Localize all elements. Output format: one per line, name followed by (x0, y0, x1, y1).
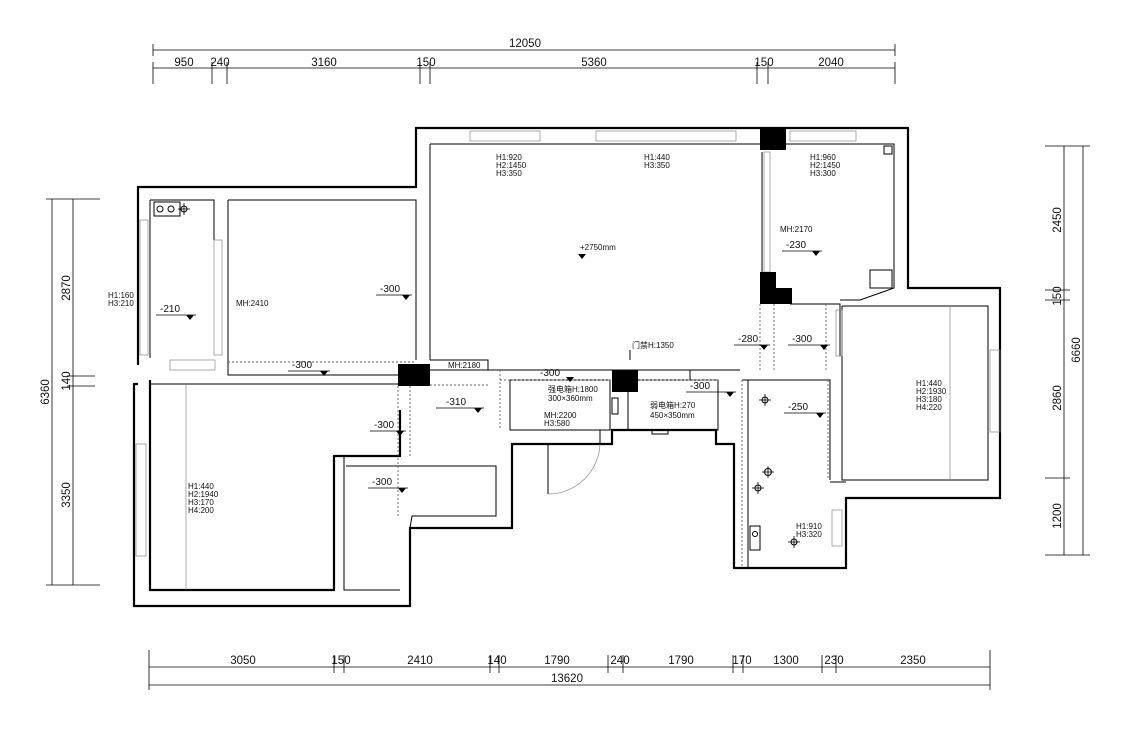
level-230: -230 (786, 240, 806, 251)
strong-box-note: 强电箱H:1800 (548, 384, 598, 394)
top-dim-3: 150 (416, 57, 435, 69)
h3-580: H3:580 (544, 419, 570, 428)
socket-icon-2 (759, 394, 771, 406)
living-note-1: H1:920 (496, 153, 522, 162)
column-5 (612, 370, 638, 392)
level-310: -310 (446, 397, 466, 408)
top-dim-4: 5360 (581, 57, 607, 69)
door-access-note: 门禁H:1350 (632, 340, 674, 350)
level-300-f: -300 (374, 420, 394, 431)
level-300-c: -300 (540, 368, 560, 379)
bath-note-2: H3:320 (796, 530, 822, 539)
level-300-d: -300 (792, 334, 812, 345)
socket-icon-4 (752, 482, 764, 494)
bottom-dim-7: 170 (732, 655, 751, 667)
right-dimension-lines: 2450 150 2860 1200 6660 (1045, 145, 1090, 556)
left-total-dim: 6360 (40, 379, 52, 405)
level-210: -210 (160, 304, 180, 315)
bed-left-note-2: H2:1940 (188, 490, 219, 499)
bed-right-note-4: H4:220 (916, 403, 942, 412)
strong-box-size: 300×360mm (548, 394, 593, 403)
bed-left-note-4: H4:200 (188, 506, 214, 515)
top-dim-6: 2040 (818, 57, 844, 69)
annotations: H1:920 H2:1450 H3:350 H1:440 H3:350 +275… (108, 153, 947, 539)
level-300-a: -300 (380, 284, 400, 295)
level-300-e: -300 (690, 381, 710, 392)
bottom-dim-5: 240 (610, 655, 629, 667)
bottom-dimension-lines: 3050 150 2410 140 1790 240 1790 170 1300… (148, 650, 991, 690)
left-dim-0: 2870 (61, 275, 73, 301)
mh-2200: MH:2200 (544, 411, 577, 420)
bottom-dim-9: 230 (824, 655, 843, 667)
left-dim-1: 140 (61, 371, 73, 390)
living-note-3: H3:350 (496, 169, 522, 178)
bottom-dim-2: 2410 (407, 655, 433, 667)
columns (398, 128, 792, 392)
column-2 (760, 272, 776, 304)
top-dimension-lines: 12050 950 240 3160 150 5360 150 2040 (152, 38, 896, 84)
bed-left-note-1: H1:440 (188, 482, 214, 491)
socket-icon-1 (178, 203, 190, 215)
mh-2410: MH:2410 (236, 299, 269, 308)
fixtures (153, 145, 893, 551)
bottom-dim-6: 1790 (668, 655, 694, 667)
top-total-dim: 12050 (509, 38, 541, 50)
ceiling-height: +2750mm (580, 243, 616, 252)
walls (132, 126, 1002, 608)
windows (135, 130, 1001, 557)
column-4 (398, 364, 430, 386)
level-280: -280 (738, 334, 758, 345)
ceiling-marker (578, 254, 586, 259)
right-dim-1: 150 (1052, 286, 1064, 305)
left-dimension-lines: 6360 2870 140 3350 (40, 198, 100, 586)
bed-left-note-3: H3:170 (188, 498, 214, 507)
living2-note-2: H3:350 (644, 161, 670, 170)
top-dim-1: 240 (210, 57, 229, 69)
bottom-total-dim: 13620 (551, 673, 583, 685)
mh-2170: MH:2170 (780, 225, 813, 234)
level-300-b: -300 (292, 360, 312, 371)
bottom-dim-4: 1790 (544, 655, 570, 667)
bath-note-1: H1:910 (796, 522, 822, 531)
right-dim-2: 2860 (1052, 385, 1064, 411)
bed-right-note-1: H1:440 (916, 379, 942, 388)
mh-2180: MH:2180 (448, 361, 481, 370)
column-1 (760, 128, 786, 150)
weak-box-note: 弱电箱H:270 (650, 400, 696, 410)
socket-icon-3 (762, 466, 774, 478)
right-dim-0: 2450 (1052, 207, 1064, 233)
level-250: -250 (788, 402, 808, 413)
right-dim-3: 1200 (1052, 503, 1064, 529)
left-dim-2: 3350 (61, 482, 73, 508)
balcony-right-note-2: H2:1450 (810, 161, 841, 170)
column-3 (776, 288, 792, 304)
bed-right-note-3: H3:180 (916, 395, 942, 404)
right-total-dim: 6660 (1071, 337, 1083, 363)
living2-note-1: H1:440 (644, 153, 670, 162)
balcony-right-note-1: H1:960 (810, 153, 836, 162)
balcony-right-note-3: H3:300 (810, 169, 836, 178)
living-note-2: H2:1450 (496, 161, 527, 170)
bottom-dim-1: 150 (331, 655, 350, 667)
top-dim-0: 950 (174, 57, 193, 69)
bottom-dim-3: 140 (487, 655, 506, 667)
bottom-dim-0: 3050 (230, 655, 256, 667)
left-small-note-1: H1:160 (108, 291, 134, 300)
dashed-lines (228, 304, 829, 568)
bottom-ticks (148, 650, 991, 690)
top-dim-2: 3160 (311, 57, 337, 69)
weak-box-size: 450×350mm (650, 411, 695, 420)
bottom-dim-8: 1300 (773, 655, 799, 667)
socket-icon-5 (788, 536, 800, 548)
bottom-dim-10: 2350 (900, 655, 926, 667)
top-ticks (152, 62, 896, 84)
level-300-g: -300 (372, 477, 392, 488)
left-small-note-2: H3:210 (108, 299, 134, 308)
top-dim-5: 150 (754, 57, 773, 69)
entry-door (547, 430, 601, 495)
bed-right-note-2: H2:1930 (916, 387, 947, 396)
